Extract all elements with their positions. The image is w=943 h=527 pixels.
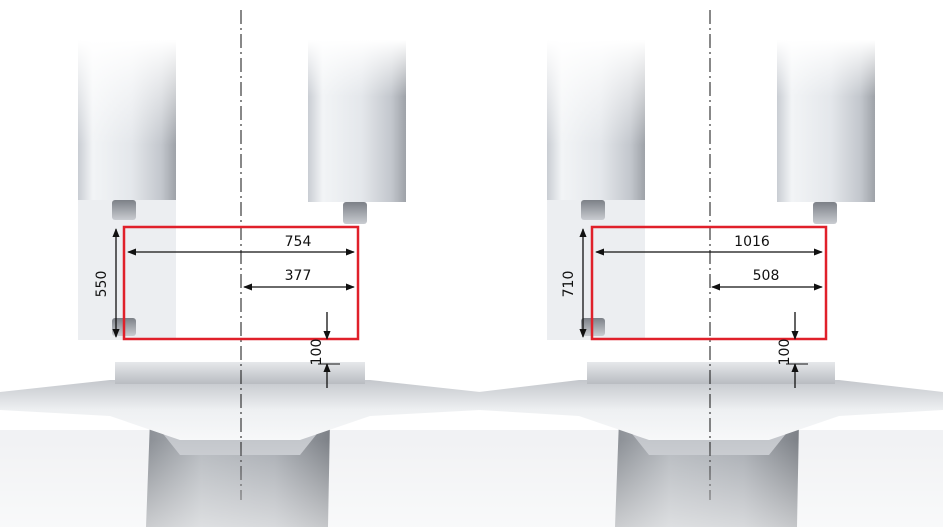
height-dimension-label: 710 [561,271,577,298]
machine-table [115,362,365,384]
spindle-column-left [78,40,176,340]
half-width-dimension-label: 377 [285,268,312,284]
half-width-dimension-label: 508 [753,268,780,284]
work-envelope-box [590,225,828,341]
spindle-column-right [308,40,406,224]
spindle-column-right [777,40,875,224]
width-dimension-label: 754 [285,234,312,250]
saddle-wings [479,380,943,440]
saddle-wings [0,380,480,440]
height-dimension-label: 550 [94,271,110,298]
width-dimension-label: 1016 [734,234,770,250]
clearance-dimension-label: 100 [309,339,325,366]
machine-table [587,362,835,384]
spindle-column-left [547,40,645,340]
clearance-dimension-label: 100 [777,339,793,366]
machine-panel-left: 754 377 550 100 [0,10,480,527]
work-envelope-box [122,225,360,341]
